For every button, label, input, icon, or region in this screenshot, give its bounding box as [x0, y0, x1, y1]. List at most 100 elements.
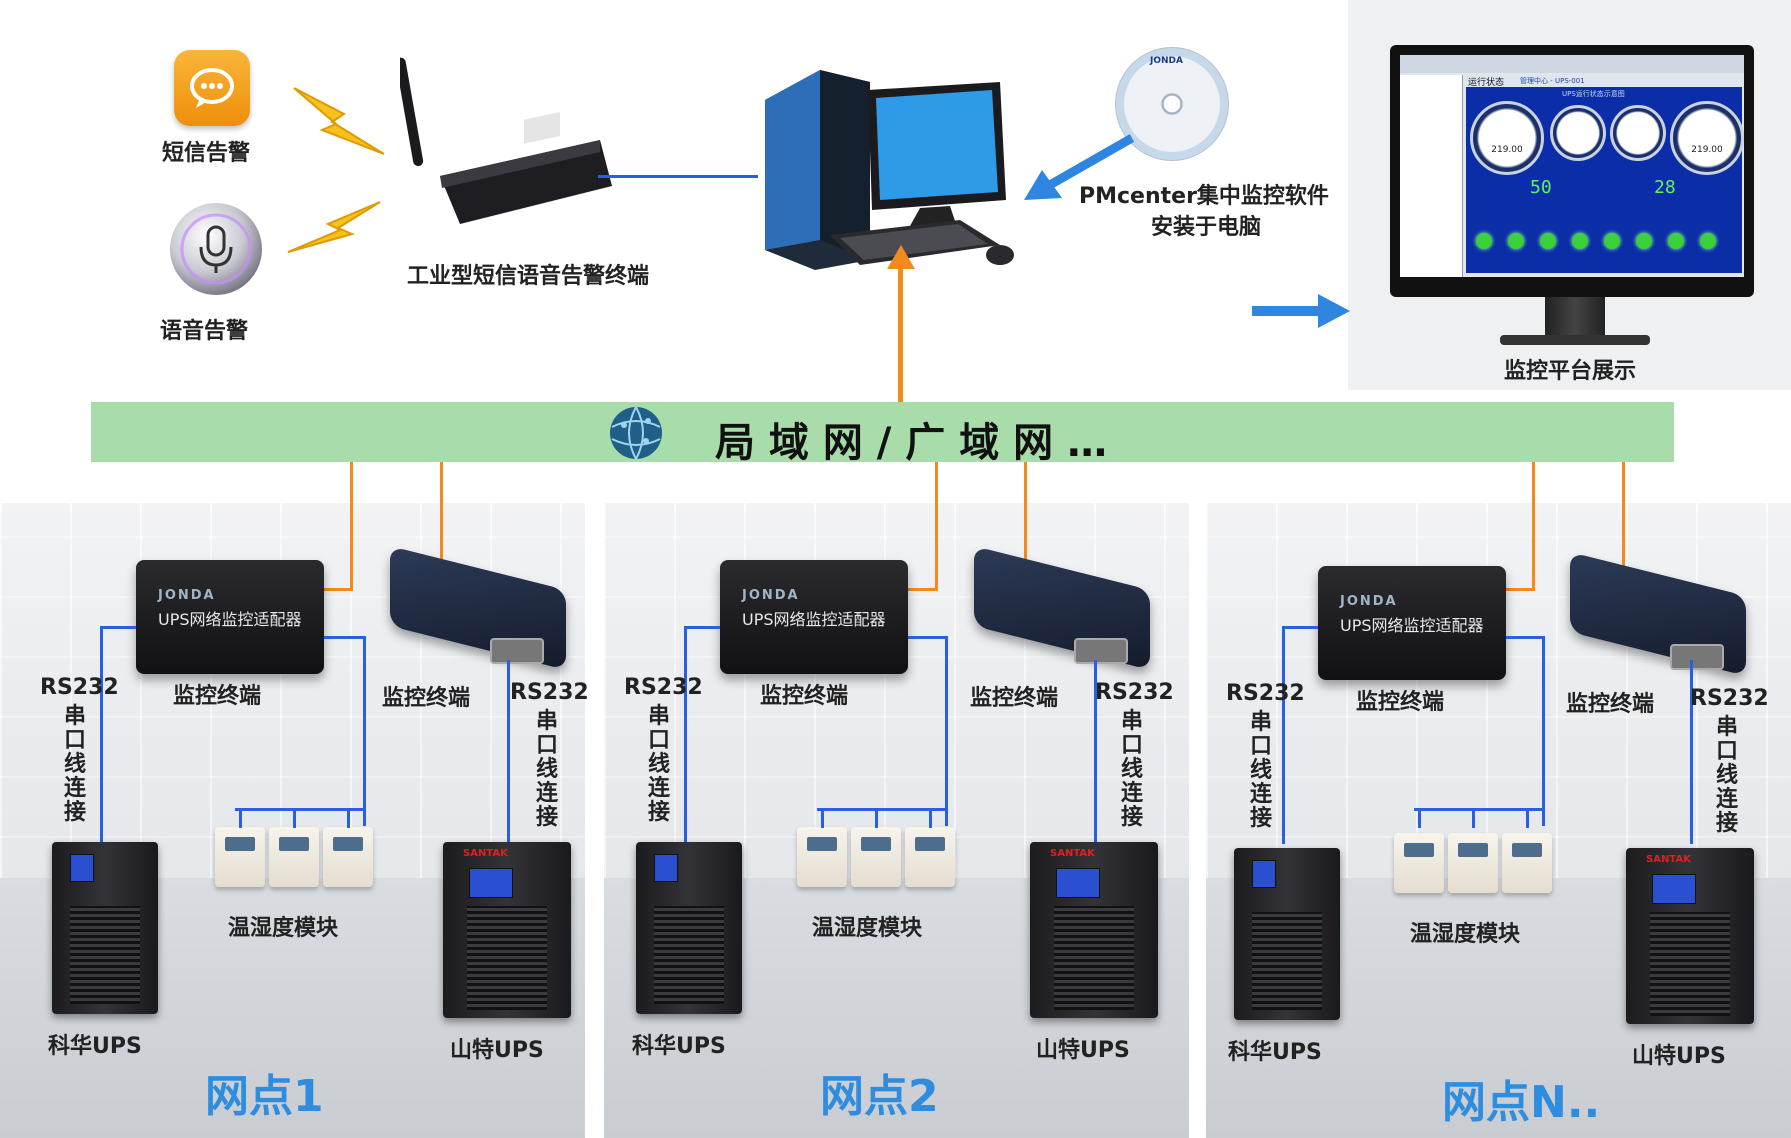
platform-screen: 运行状态 管理中心 - UPS-001 UPS运行状态示意图 219.00 21…	[1400, 55, 1744, 277]
site-uplink	[935, 462, 938, 590]
sensor-cable	[1506, 636, 1542, 639]
serial-cable	[1282, 626, 1318, 629]
sensor-cable	[1418, 808, 1421, 828]
gauge-right: 219.00	[1670, 101, 1744, 175]
voice-alert-icon	[170, 203, 262, 295]
gauge-mid2	[1610, 105, 1666, 161]
kehua-ups	[1234, 848, 1340, 1020]
sensor-cable	[821, 808, 824, 828]
status-dot	[1508, 233, 1524, 249]
db9-port	[490, 638, 544, 664]
serial-cable	[100, 626, 103, 844]
site-uplink	[1502, 588, 1535, 591]
temp-humidity-module	[851, 827, 901, 887]
monitor-stand	[1545, 297, 1605, 337]
serial-label-right: 串口线连接	[1120, 709, 1143, 830]
rs232-label-right: RS232	[1095, 680, 1174, 705]
gauge-left: 219.00	[1470, 101, 1544, 175]
arrow-up-icon	[887, 245, 915, 269]
sensor-cable	[235, 808, 365, 811]
module-label: 温湿度模块	[812, 916, 923, 941]
sensor-cable	[1542, 636, 1545, 826]
module-label: 温湿度模块	[228, 916, 339, 941]
sms-voice-terminal	[395, 56, 620, 226]
microphone-icon	[180, 213, 252, 285]
computer-icon	[760, 60, 1020, 270]
platform-label: 监控平台展示	[1504, 359, 1637, 384]
lightning-icon	[293, 87, 385, 155]
terminal-label-left: 监控终端	[760, 684, 849, 709]
terminal-label: 工业型短信语音告警终端	[407, 264, 650, 289]
rs232-label-left: RS232	[40, 675, 119, 700]
kehua-ups-label: 科华UPS	[48, 1034, 142, 1059]
serial-cable	[1282, 626, 1285, 844]
temp-humidity-module	[1394, 833, 1444, 893]
santak-ups: SANTAK	[1626, 848, 1754, 1024]
serial-label-right: 串口线连接	[1715, 715, 1738, 836]
terminal-label-right: 监控终端	[1566, 692, 1655, 717]
ups-network-adapter: JONDA UPS网络监控适配器	[720, 560, 908, 674]
voice-alert-label: 语音告警	[160, 319, 249, 344]
site-uplink	[1532, 462, 1535, 590]
screen-tab-status: 运行状态	[1468, 78, 1505, 88]
arrow-to-platform	[1252, 294, 1350, 328]
arrow-cd-to-pc	[1024, 134, 1135, 200]
serial-cable	[684, 626, 720, 629]
serial-label-left: 串口线连接	[1249, 710, 1272, 831]
gauge-mid1	[1550, 105, 1606, 161]
serial-cable	[684, 626, 687, 844]
status-dot	[1604, 233, 1620, 249]
kehua-ups-label: 科华UPS	[632, 1034, 726, 1059]
sms-alert-icon	[174, 50, 250, 126]
sensor-cable	[239, 808, 242, 828]
lightning-icon	[287, 201, 381, 253]
rs232-label-right: RS232	[1690, 686, 1769, 711]
kehua-ups	[636, 842, 742, 1014]
sensor-cable	[875, 808, 878, 828]
temp-humidity-module	[269, 827, 319, 887]
site-name: 网点N..	[1442, 1077, 1601, 1128]
santak-ups-label: 山特UPS	[1036, 1038, 1130, 1063]
temp-humidity-module	[323, 827, 373, 887]
software-label-line1: PMcenter集中监控软件	[1079, 184, 1329, 209]
sensor-cable	[929, 808, 932, 828]
site-uplink	[1024, 462, 1027, 584]
network-label: 局 域 网 / 广 域 网 …	[715, 420, 1108, 466]
status-dot	[1572, 233, 1588, 249]
site-uplink	[440, 462, 443, 584]
module-label: 温湿度模块	[1410, 922, 1521, 947]
serial-cable	[1690, 660, 1693, 844]
site-name: 网点2	[820, 1071, 939, 1122]
sensor-cable	[1472, 808, 1475, 828]
kehua-ups-label: 科华UPS	[1228, 1040, 1322, 1065]
digit-left: 50	[1530, 177, 1552, 198]
temp-humidity-module	[1502, 833, 1552, 893]
cd-brand: JONDA	[1150, 56, 1183, 66]
temp-humidity-module	[905, 827, 955, 887]
network-bar	[91, 402, 1674, 462]
santak-ups: SANTAK	[1030, 842, 1158, 1018]
sensor-cable	[817, 808, 947, 811]
serial-label-left: 串口线连接	[647, 704, 670, 825]
status-dot	[1700, 233, 1716, 249]
site-uplink	[1622, 462, 1625, 584]
screen-tab-manage: 管理中心 - UPS-001	[1520, 77, 1585, 85]
network-pc-link	[898, 262, 903, 402]
santak-brand: SANTAK	[1050, 848, 1095, 859]
adapter-name: UPS网络监控适配器	[158, 610, 302, 629]
ups-network-adapter: JONDA UPS网络监控适配器	[136, 560, 324, 674]
rs232-label-left: RS232	[624, 675, 703, 700]
sensor-cable	[363, 636, 366, 826]
santak-brand: SANTAK	[1646, 854, 1691, 865]
status-dot	[1668, 233, 1684, 249]
sensor-cable	[347, 808, 350, 828]
serial-cable	[507, 660, 510, 844]
monitor-base	[1500, 335, 1650, 345]
sensor-cable	[324, 636, 363, 639]
db9-port	[1074, 638, 1128, 664]
site-uplink	[320, 588, 353, 591]
serial-cable	[1094, 660, 1097, 844]
platform-monitor: 运行状态 管理中心 - UPS-001 UPS运行状态示意图 219.00 21…	[1390, 45, 1754, 297]
status-dot	[1636, 233, 1652, 249]
terminal-label-left: 监控终端	[173, 684, 262, 709]
